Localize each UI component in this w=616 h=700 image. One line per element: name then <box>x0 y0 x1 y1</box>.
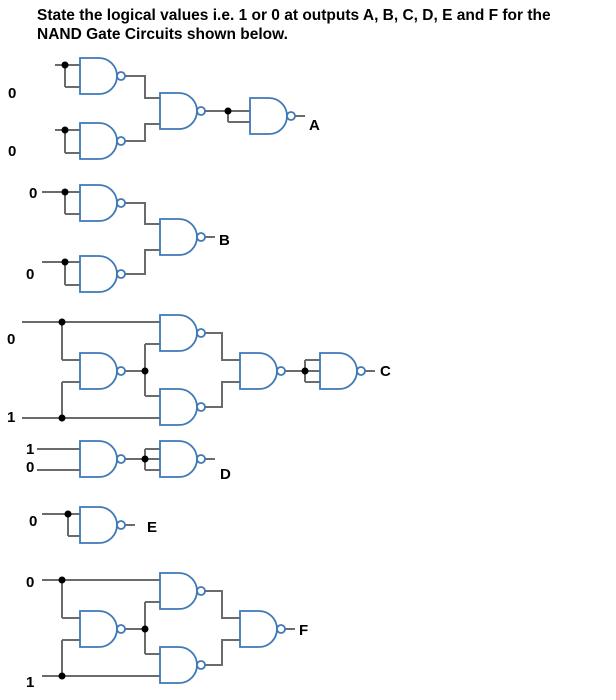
junction-dot <box>61 188 69 196</box>
circuit-b-input-1-label: 0 <box>29 185 37 202</box>
nand-gate <box>239 352 286 390</box>
circuit-b: 0 0 B <box>26 184 230 293</box>
circuit-a-input-2-label: 0 <box>8 143 16 160</box>
junction-dot <box>64 510 72 518</box>
circuit-b-input-2-label: 0 <box>26 266 34 283</box>
circuit-e-wires <box>42 513 135 537</box>
nand-gate <box>79 57 126 95</box>
nand-gate <box>79 255 126 293</box>
nand-gate <box>79 184 126 222</box>
junction-dot <box>141 455 149 463</box>
circuit-c-output-label: C <box>380 363 391 380</box>
nand-gate <box>319 352 366 390</box>
junction-dot <box>58 414 66 422</box>
circuit-a-output-label: A <box>309 117 320 134</box>
junction-dot <box>61 126 69 134</box>
circuit-e: 0 E <box>29 506 157 544</box>
nand-gate <box>159 314 206 352</box>
question-line-2: NAND Gate Circuits shown below. <box>37 26 288 43</box>
junction-dot <box>58 672 66 680</box>
circuit-a-input-1-label: 0 <box>8 85 16 102</box>
circuit-f-input-1-label: 0 <box>26 574 34 591</box>
question-text: State the logical values i.e. 1 or 0 at … <box>37 6 612 44</box>
junction-dot <box>141 367 149 375</box>
circuit-b-wires <box>42 191 215 286</box>
nand-gate <box>159 572 206 610</box>
circuit-f: 0 1 F <box>26 572 308 691</box>
circuit-a: 0 0 A <box>8 57 320 160</box>
junction-dot <box>58 318 66 326</box>
nand-gate <box>159 440 206 478</box>
question-line-1: State the logical values i.e. 1 or 0 at … <box>37 7 551 24</box>
circuit-c-input-1-label: 0 <box>7 331 15 348</box>
nand-gate <box>249 97 296 135</box>
nand-gate <box>239 610 286 648</box>
circuit-c: 0 1 C <box>7 314 391 426</box>
nand-gate <box>159 646 206 684</box>
circuit-d: 1 0 D <box>26 440 231 483</box>
circuit-e-input-1-label: 0 <box>29 513 37 530</box>
circuit-b-output-label: B <box>219 232 230 249</box>
circuit-d-input-1-label: 1 <box>26 441 34 458</box>
circuit-f-output-label: F <box>299 622 308 639</box>
circuit-d-input-2-label: 0 <box>26 459 34 476</box>
circuit-e-output-label: E <box>147 519 157 536</box>
nand-gate <box>79 440 126 478</box>
circuit-d-output-label: D <box>220 466 231 483</box>
nand-gate <box>79 352 126 390</box>
circuit-f-input-2-label: 1 <box>26 674 34 691</box>
nand-gate <box>159 388 206 426</box>
circuit-c-input-2-label: 1 <box>7 409 15 426</box>
nand-gate <box>79 610 126 648</box>
junction-dot <box>58 576 66 584</box>
nand-gate <box>79 122 126 160</box>
junction-dot <box>224 107 232 115</box>
nand-gate <box>159 92 206 130</box>
junction-dot <box>301 367 309 375</box>
nand-gate <box>159 218 206 256</box>
nand-gate <box>79 506 126 544</box>
junction-dot <box>61 61 69 69</box>
junction-dot <box>141 625 149 633</box>
junction-dot <box>61 258 69 266</box>
